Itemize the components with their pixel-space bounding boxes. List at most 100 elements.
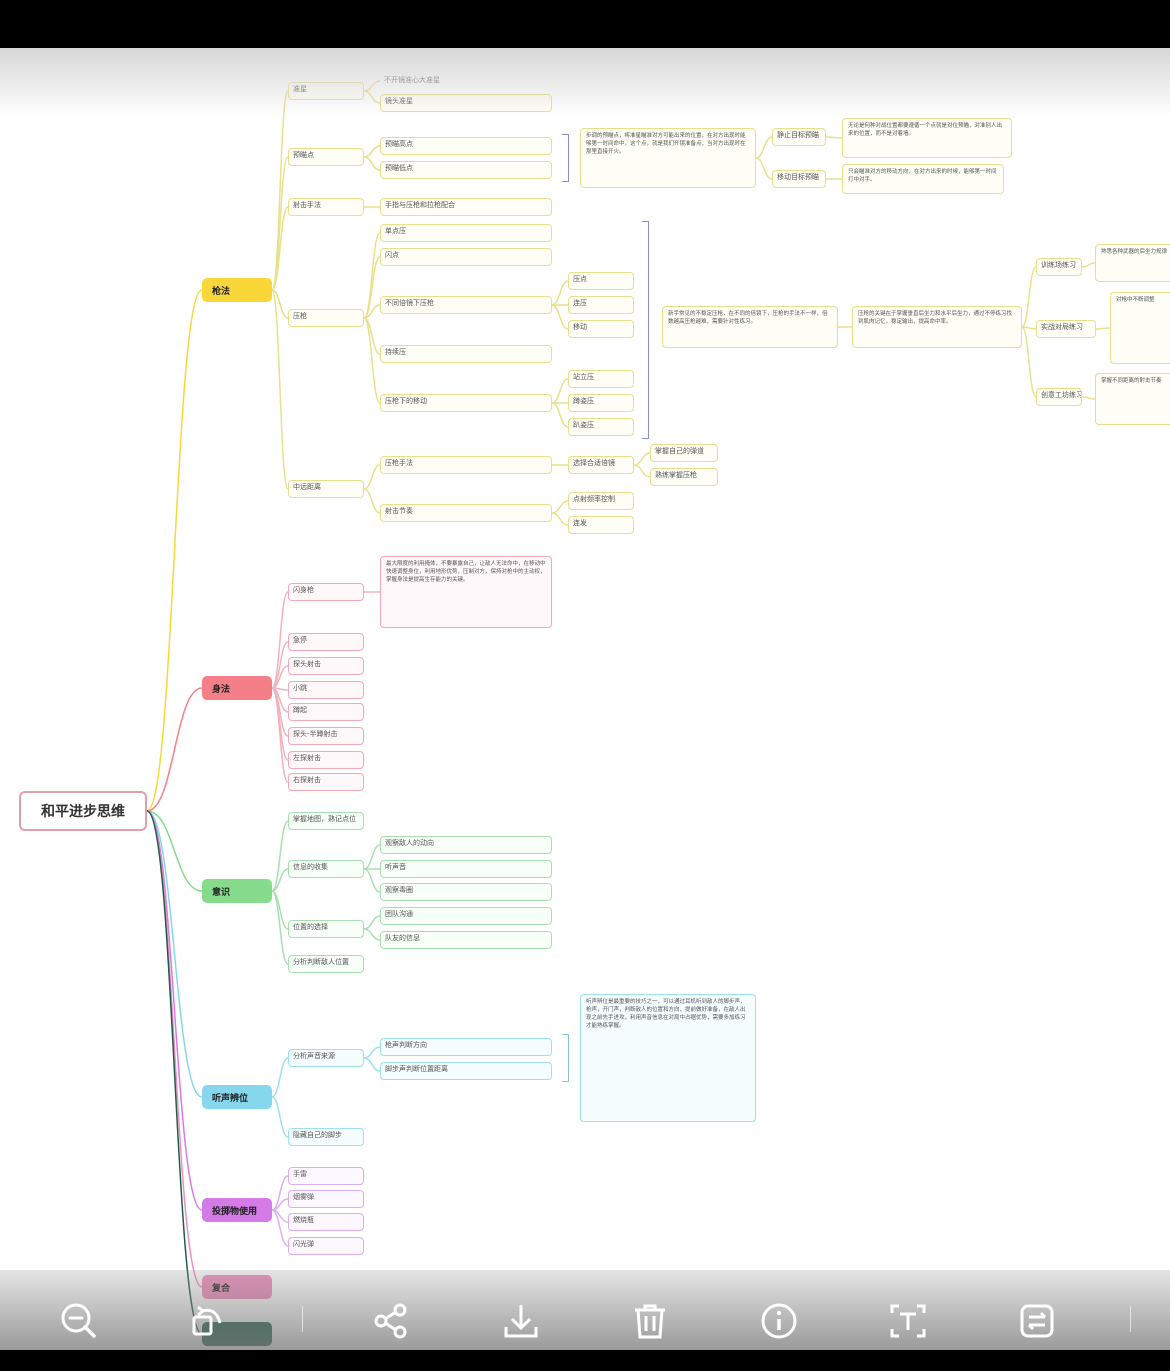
connector	[363, 304, 381, 319]
node-yaqiang-sub1-2: 连压	[568, 296, 634, 314]
image-viewer-canvas[interactable]: 和平进步思维 枪法 身法 意识 听声辨位 投掷物使用 复合 准星 不开镜准心大准…	[0, 48, 1170, 1350]
connector	[363, 488, 381, 514]
node-yaqiang-sub2-2: 蹲姿压	[568, 394, 634, 412]
connector	[363, 80, 381, 92]
zoom-out-icon[interactable]	[59, 1301, 99, 1341]
node-move-7: 左探射击	[288, 751, 364, 769]
node-practice-3: 创意工坊练习	[1036, 388, 1082, 406]
connector	[271, 868, 289, 892]
viewer-toolbar	[0, 1270, 1170, 1350]
node-zhongyuan: 中远距离	[288, 480, 364, 498]
share-icon[interactable]	[371, 1301, 411, 1341]
node-zhunxin-top: 不开镜准心大准星	[384, 76, 440, 84]
connector	[1081, 262, 1096, 268]
connector	[1021, 326, 1037, 398]
node-move-note: 最大限度的利用掩体，不要暴露自己，让敌人无法命中，在移动中快速调整身位，利用地形…	[380, 556, 552, 628]
download-icon[interactable]	[501, 1301, 541, 1341]
connector	[363, 915, 381, 930]
connector	[271, 1096, 289, 1138]
node-listen-a-2: 脚步声判断位置距离	[380, 1062, 552, 1080]
connector	[146, 810, 203, 892]
branch-listen: 听声辨位	[202, 1085, 272, 1109]
node-move-2: 急停	[288, 633, 364, 651]
connector	[825, 136, 843, 139]
node-yaqiang-item-5: 压枪下的移动	[380, 394, 552, 412]
connector	[271, 206, 289, 291]
connector	[271, 1209, 289, 1247]
node-throw-2: 烟雾弹	[288, 1190, 364, 1208]
connector	[551, 304, 569, 330]
node-zhongyuan-b2: 连发	[568, 516, 634, 534]
connector	[271, 820, 289, 892]
connector	[271, 591, 289, 689]
node-sense-b-5: 队友的信息	[380, 931, 552, 949]
node-move-4: 小跳	[288, 681, 364, 699]
connector	[1021, 326, 1037, 330]
bracket-yapao	[562, 134, 569, 182]
node-yaqiang-note2: 压枪的关键在于掌握垂直后坐力和水平后坐力，通过不停练习找到肌肉记忆，稳定输出，提…	[852, 306, 1022, 348]
delete-icon[interactable]	[630, 1301, 670, 1341]
connector	[551, 378, 569, 404]
node-sense-b: 信息的收集	[288, 860, 364, 878]
node-listen-note: 听声辨位是最重要的技巧之一，可以通过耳机听到敌人的脚步声，枪声，开门声，判断敌人…	[580, 994, 756, 1122]
text-recognize-icon[interactable]	[888, 1301, 928, 1341]
branch-throw: 投掷物使用	[202, 1198, 272, 1222]
connector	[271, 1057, 289, 1098]
connector	[755, 157, 773, 180]
connector	[363, 868, 381, 893]
connector	[551, 500, 569, 514]
connector	[146, 810, 203, 1335]
connector	[363, 256, 381, 319]
connector	[551, 280, 569, 306]
node-zhongyuan-a: 压枪手法	[380, 456, 552, 474]
toolbar-separator	[302, 1306, 303, 1332]
connector	[551, 402, 569, 428]
node-yaqiang-item-3: 不同倍镜下压枪	[380, 296, 552, 314]
node-sense-b-3: 观察毒圈	[380, 883, 552, 901]
info-icon[interactable]	[759, 1301, 799, 1341]
node-practice-1: 训练场练习	[1036, 258, 1082, 276]
node-yapao-b: 预瞄低点	[380, 161, 552, 179]
node-yapao-r1-note: 无论是何种对战位置都要遵循一个点就是对位预瞄，对准别人出来的位置，而不是对着墙。	[842, 118, 1012, 158]
node-sense-c: 位置的选择	[288, 920, 364, 938]
node-yaqiang-sub1-3: 移动	[568, 320, 634, 338]
connector	[146, 687, 203, 812]
rotate-icon[interactable]	[188, 1301, 228, 1341]
connector	[363, 844, 381, 870]
connector	[271, 90, 289, 291]
node-practice-note-1: 熟悉各种武器的后坐力规律	[1095, 244, 1170, 282]
node-yaqiang-sub2-3: 趴姿压	[568, 418, 634, 436]
connector	[363, 156, 381, 171]
node-yapao-r2-note: 只会瞄准对方的移动方向，在对方出来的时候，能够第一时间打中对手。	[842, 164, 1004, 194]
connector	[1021, 266, 1037, 328]
node-zhongyuan-a1b: 熟练掌握压枪	[650, 468, 718, 486]
adjust-icon[interactable]	[1017, 1301, 1057, 1341]
connector	[146, 810, 203, 1098]
connector	[363, 317, 381, 404]
node-yaqiang-item-2: 闪点	[380, 248, 552, 266]
connector	[271, 289, 289, 490]
node-sense-b-2: 听声音	[380, 860, 552, 878]
node-listen-b: 隐藏自己的脚步	[288, 1128, 364, 1146]
node-yapao-note: 步调的预瞄点，将准星瞄准对方可能出来的位置，在对方出现时能够第一时间命中，这个点…	[580, 128, 756, 188]
connector	[1095, 327, 1111, 330]
node-sense-d: 分析判断敌人位置	[288, 955, 364, 973]
node-throw-4: 闪光弹	[288, 1237, 364, 1255]
node-zhongyuan-a1: 选择合适倍镜	[568, 456, 634, 474]
node-yapao: 预瞄点	[288, 148, 364, 166]
connector	[271, 289, 289, 319]
node-sense-b-4: 团队沟通	[380, 907, 552, 925]
node-zhongyuan-a1a: 掌握自己的弹道	[650, 444, 718, 462]
connector	[363, 464, 381, 490]
node-sense-b-1: 观察敌人的动向	[380, 836, 552, 854]
branch-gun: 枪法	[202, 278, 272, 302]
node-yapao-r2: 移动目标预瞄	[772, 170, 826, 188]
connector	[363, 90, 381, 104]
connector	[271, 641, 289, 689]
connector	[363, 145, 381, 158]
node-zhunxin: 准星	[288, 82, 364, 100]
node-move-6: 探头-半蹲射击	[288, 727, 364, 745]
node-yaqiang-note: 新手常见的不稳定压枪，在不同的倍镜下，压枪的手法不一样，倍数越高压枪越难，需要针…	[662, 306, 838, 348]
node-move-1: 闪身枪	[288, 583, 364, 601]
node-listen-a-1: 枪声判断方向	[380, 1038, 552, 1056]
